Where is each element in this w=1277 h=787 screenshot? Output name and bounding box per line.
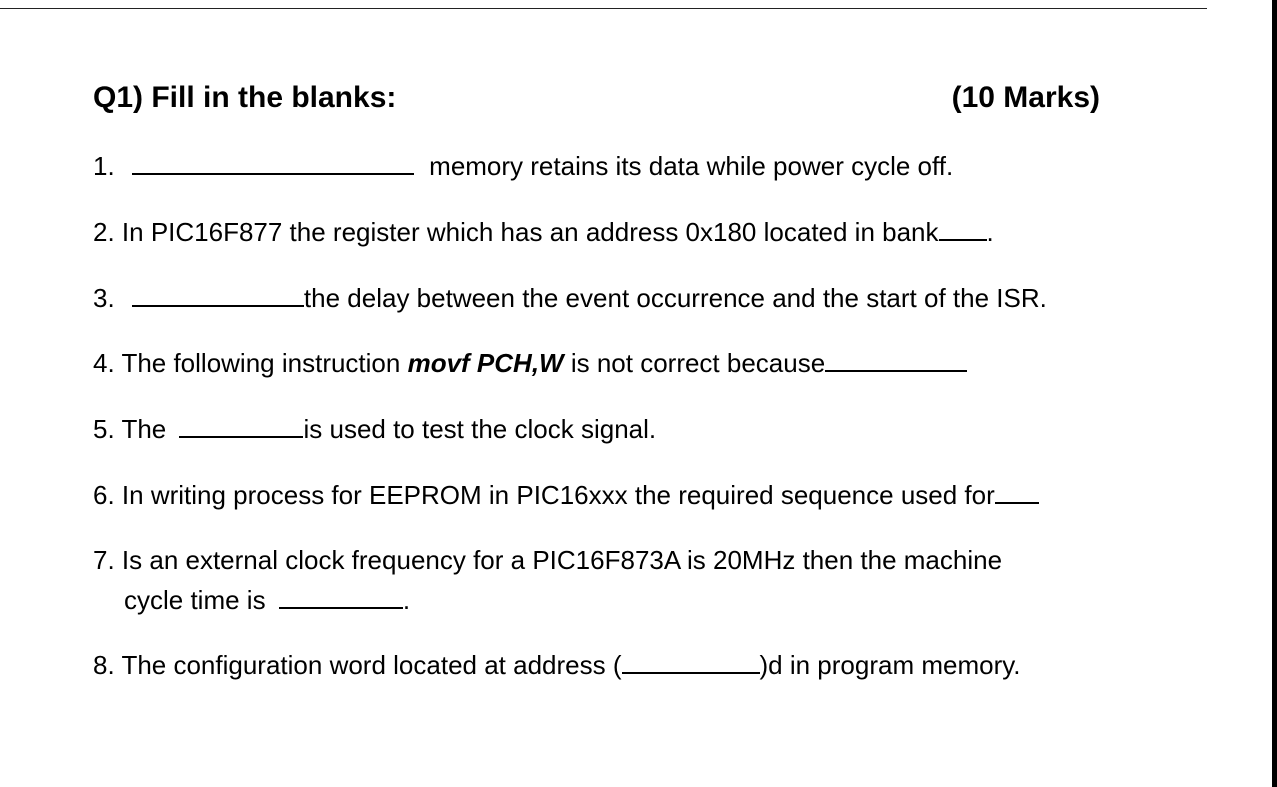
question-4-post: is not correct because [570,348,826,378]
question-3: 3. the delay between the event occurrenc… [93,282,1047,314]
question-7-cycle-text: cycle time is [124,585,266,615]
question-8-pre: 8. The configuration word located at add… [93,650,622,680]
question-8-post: )d in program memory. [759,650,1021,680]
question-4: 4. The following instruction movf PCH,W … [93,347,968,379]
top-rule [0,8,1207,9]
question-5-post: is used to test the clock signal. [303,414,657,444]
question-4-blank [825,348,968,372]
question-3-number: 3. [93,283,115,313]
question-6: 6. In writing process for EEPROM in PIC1… [93,479,1039,511]
question-7-line-2: cycle time is . [93,584,410,616]
question-4-code: movf PCH,W [407,348,564,378]
question-7-end: . [402,585,411,615]
question-6-text: 6. In writing process for EEPROM in PIC1… [93,480,995,510]
question-8: 8. The configuration word located at add… [93,649,1021,681]
question-5: 5. The is used to test the clock signal. [93,413,656,445]
question-7-text: 7. Is an external clock frequency for a … [93,545,1003,575]
question-2-text: 2. In PIC16F877 the register which has a… [93,217,939,247]
question-6-blank [994,480,1039,504]
question-5-blank [179,414,304,438]
question-1-text: memory retains its data while power cycl… [429,151,954,181]
question-header: Q1) Fill in the blanks: (10 Marks) [93,80,1100,116]
question-1-blank [131,151,414,175]
question-7-blank [278,585,403,609]
question-marks: (10 Marks) [951,81,1100,114]
question-3-text: the delay between the event occurrence a… [303,283,1047,313]
question-8-blank [621,650,760,674]
question-2-end: . [986,217,994,247]
question-4-pre: 4. The following instruction [93,348,401,378]
question-2-blank [938,217,987,241]
question-7-line-1: 7. Is an external clock frequency for a … [93,544,1002,576]
right-edge-border [1272,0,1277,787]
question-3-blank [131,283,304,307]
question-5-pre: 5. The [93,414,167,444]
question-1: 1. memory retains its data while power c… [93,150,953,182]
question-title: Q1) Fill in the blanks: [93,81,397,114]
question-1-number: 1. [93,151,115,181]
question-2: 2. In PIC16F877 the register which has a… [93,216,994,248]
